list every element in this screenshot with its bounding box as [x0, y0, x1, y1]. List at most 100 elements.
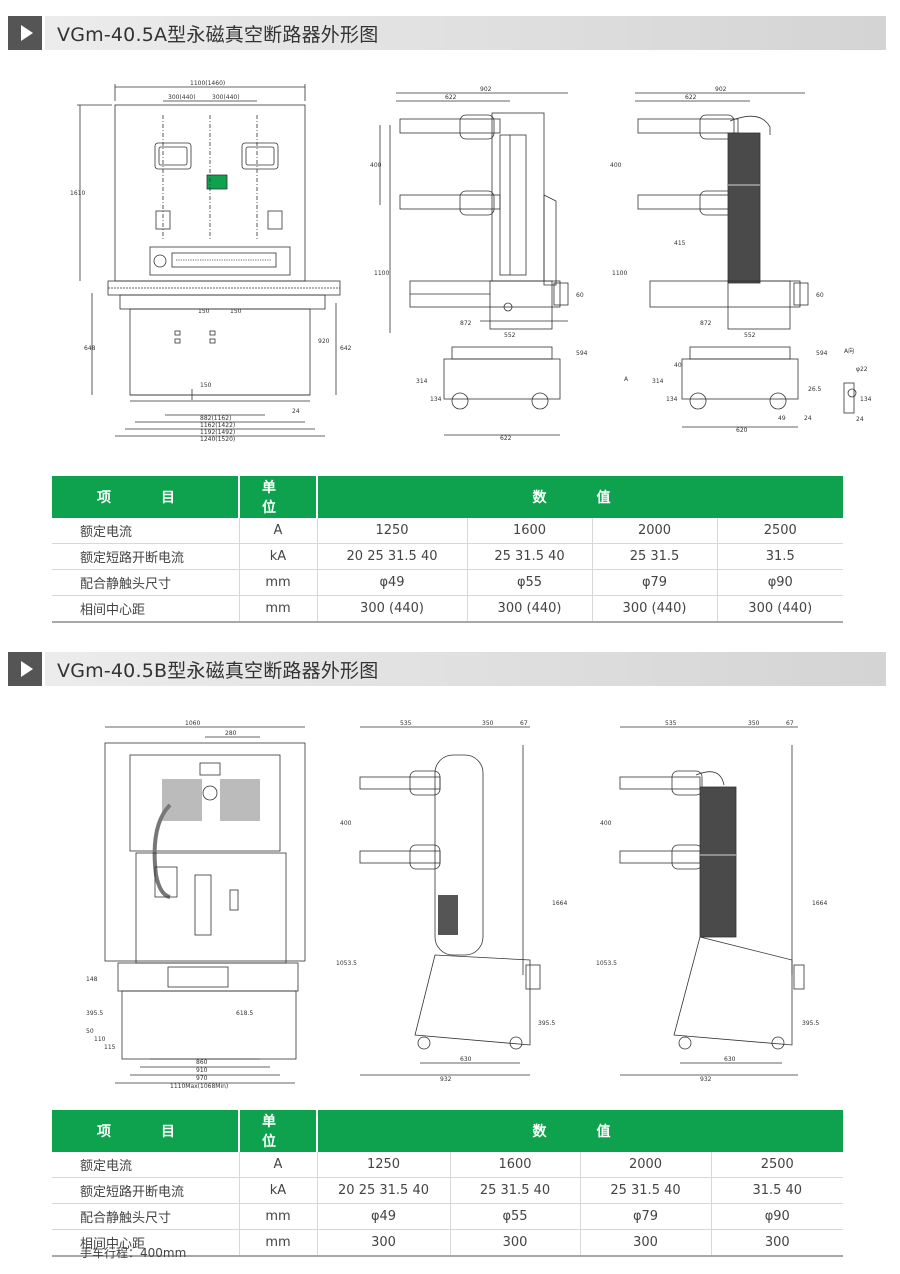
svg-text:1100: 1100	[374, 270, 389, 277]
svg-text:314: 314	[652, 378, 664, 385]
svg-text:620: 620	[736, 427, 748, 434]
svg-text:395.5: 395.5	[802, 1020, 819, 1027]
svg-text:50: 50	[86, 1028, 94, 1035]
svg-text:1664: 1664	[552, 900, 567, 907]
svg-text:1110Max(1068Min): 1110Max(1068Min)	[170, 1083, 228, 1090]
svg-text:882(1162): 882(1162)	[200, 415, 231, 422]
section-b-drawings: 1060 280 395.5 148 50 110 115 618.5 860 …	[60, 715, 840, 1090]
svg-text:60: 60	[576, 292, 584, 299]
svg-text:280: 280	[225, 730, 237, 737]
svg-text:150: 150	[200, 382, 212, 389]
svg-text:535: 535	[400, 720, 412, 727]
section-a-header: VGm-40.5A型永磁真空断路器外形图	[8, 15, 886, 51]
header-item: 项 目	[52, 1110, 240, 1152]
svg-text:872: 872	[700, 320, 712, 327]
svg-text:630: 630	[724, 1056, 736, 1063]
svg-text:24: 24	[292, 408, 300, 415]
svg-text:932: 932	[440, 1076, 452, 1083]
section-b-title: VGm-40.5B型永磁真空断路器外形图	[57, 659, 379, 682]
header-value: 数 值	[317, 476, 843, 518]
svg-text:1100: 1100	[612, 270, 627, 277]
svg-text:535: 535	[665, 720, 677, 727]
svg-text:594: 594	[576, 350, 588, 357]
svg-text:622: 622	[500, 435, 512, 442]
a-side-view: 902 622 400 1100 872 552 60 594 314 134 …	[370, 86, 588, 442]
svg-text:40: 40	[674, 362, 682, 369]
svg-text:67: 67	[520, 720, 528, 727]
svg-text:395.5: 395.5	[538, 1020, 555, 1027]
svg-text:A向: A向	[844, 347, 854, 355]
play-marker-icon	[8, 652, 42, 686]
svg-text:1162(1422): 1162(1422)	[200, 422, 235, 429]
svg-text:115: 115	[104, 1044, 116, 1051]
svg-text:150: 150	[230, 308, 242, 315]
svg-text:φ22: φ22	[856, 366, 868, 373]
svg-text:910: 910	[196, 1067, 208, 1074]
section-a-drawings: 1100(1460) 300(440) 300(440) 1610 648 64…	[60, 75, 880, 450]
svg-text:1664: 1664	[812, 900, 827, 907]
svg-text:622: 622	[685, 94, 697, 101]
svg-text:1240(1520): 1240(1520)	[200, 436, 235, 443]
svg-text:300(440): 300(440)	[168, 94, 196, 101]
svg-text:400: 400	[610, 162, 622, 169]
svg-text:400: 400	[600, 820, 612, 827]
b-right-view: 535 350 67 400 1664 1053.5 395.5 630 932	[596, 720, 827, 1083]
svg-text:350: 350	[482, 720, 494, 727]
svg-text:110: 110	[94, 1036, 106, 1043]
svg-text:1053.5: 1053.5	[596, 960, 617, 967]
svg-text:24: 24	[804, 415, 812, 422]
svg-text:60: 60	[816, 292, 824, 299]
svg-text:400: 400	[340, 820, 352, 827]
svg-text:415: 415	[674, 240, 686, 247]
svg-text:902: 902	[480, 86, 492, 93]
svg-text:642: 642	[340, 345, 352, 352]
svg-text:49: 49	[778, 415, 786, 422]
svg-text:350: 350	[748, 720, 760, 727]
svg-text:860: 860	[196, 1059, 208, 1066]
svg-text:314: 314	[416, 378, 428, 385]
svg-text:1192(1492): 1192(1492)	[200, 429, 235, 436]
svg-text:1100(1460): 1100(1460)	[190, 80, 225, 87]
section-a-title: VGm-40.5A型永磁真空断路器外形图	[57, 23, 379, 46]
svg-text:395.5: 395.5	[86, 1010, 103, 1017]
svg-text:134: 134	[666, 396, 678, 403]
svg-text:618.5: 618.5	[236, 1010, 253, 1017]
header-value: 数 值	[317, 1110, 843, 1152]
svg-text:552: 552	[744, 332, 756, 339]
svg-text:1060: 1060	[185, 720, 200, 727]
b-side-view: 535 350 67 400 1664 1053.5 395.5 630 932	[336, 720, 567, 1083]
svg-text:24: 24	[856, 416, 864, 423]
travel-note: 手车行程：400mm	[80, 1246, 187, 1260]
header-unit: 单 位	[239, 476, 318, 518]
svg-text:902: 902	[715, 86, 727, 93]
svg-text:150: 150	[198, 308, 210, 315]
svg-text:300(440): 300(440)	[212, 94, 240, 101]
header-item: 项 目	[52, 476, 240, 518]
svg-text:648: 648	[84, 345, 96, 352]
header-unit: 单 位	[239, 1110, 318, 1152]
a-right-view: 902 622 400 415 1100 872 552 60 594 40 3…	[610, 86, 872, 434]
svg-text:920: 920	[318, 338, 330, 345]
svg-text:630: 630	[460, 1056, 472, 1063]
svg-text:134: 134	[860, 396, 872, 403]
svg-text:872: 872	[460, 320, 472, 327]
svg-text:1610: 1610	[70, 190, 85, 197]
b-front-view: 1060 280 395.5 148 50 110 115 618.5 860 …	[86, 720, 306, 1090]
svg-text:932: 932	[700, 1076, 712, 1083]
svg-text:594: 594	[816, 350, 828, 357]
svg-text:1053.5: 1053.5	[336, 960, 357, 967]
svg-text:400: 400	[370, 162, 382, 169]
svg-text:148: 148	[86, 976, 98, 983]
a-front-view: 1100(1460) 300(440) 300(440) 1610 648 64…	[70, 80, 352, 443]
play-marker-icon	[8, 16, 42, 50]
